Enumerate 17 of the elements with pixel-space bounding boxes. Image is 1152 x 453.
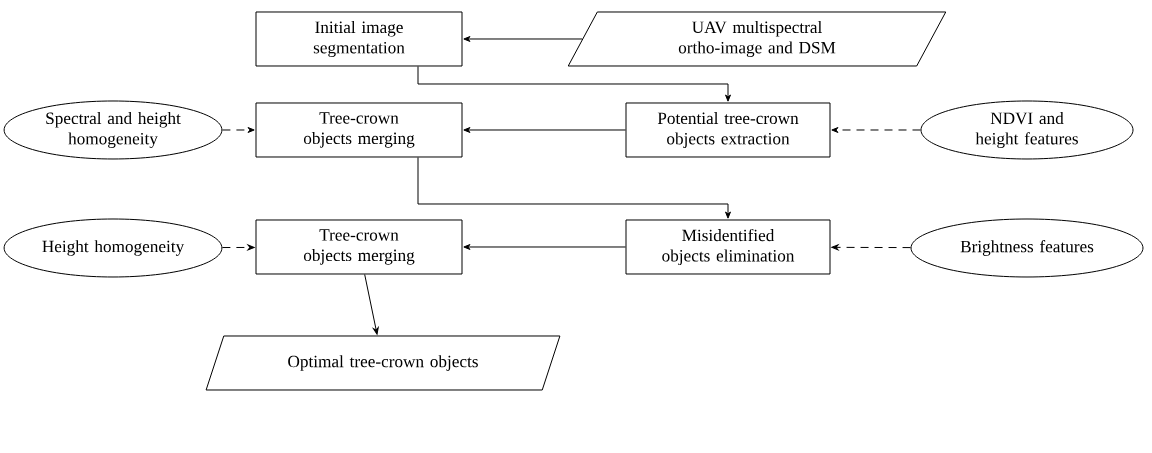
data-parallelogram: UAV multispectral ortho-image and DSM	[567, 11, 947, 67]
dashed-arrow	[831, 127, 921, 133]
arrow	[463, 127, 626, 133]
process-box: Tree-crown objects merging	[255, 219, 463, 275]
arrow	[417, 157, 731, 219]
data-parallelogram: Optimal tree-crown objects	[205, 335, 561, 391]
arrow	[364, 274, 379, 335]
dashed-arrow	[221, 127, 255, 133]
process-box: Tree-crown objects merging	[255, 102, 463, 158]
arrow	[463, 36, 583, 42]
process-box: Initial image segmentation	[255, 11, 463, 67]
arrow	[463, 244, 626, 250]
process-box: Potential tree-crown objects extraction	[625, 102, 831, 158]
dashed-arrow	[221, 244, 255, 251]
arrow	[417, 66, 731, 102]
process-box: Misidentified objects elimination	[625, 219, 831, 275]
dashed-arrow	[831, 244, 912, 251]
